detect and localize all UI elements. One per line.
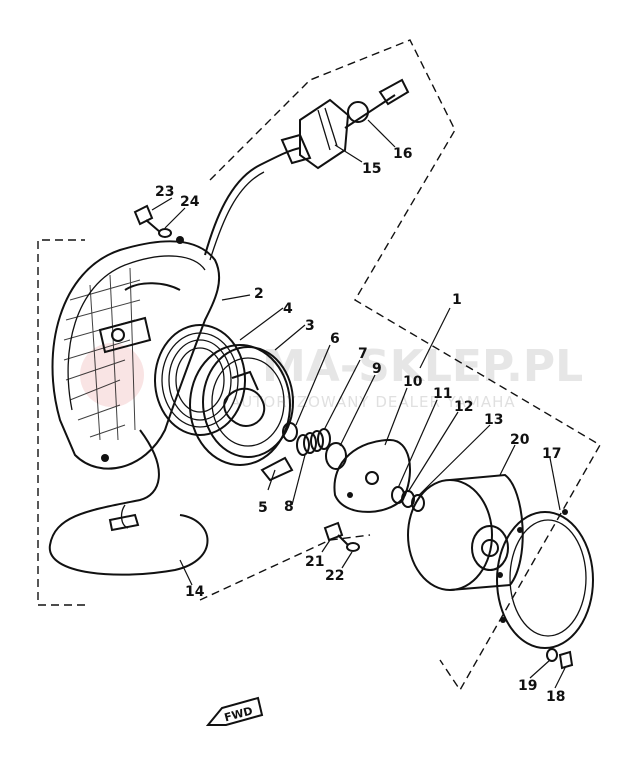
callout-13: 13 xyxy=(484,412,503,428)
callout-17: 17 xyxy=(542,446,561,462)
callout-23: 23 xyxy=(155,184,174,200)
handle-cap-16 xyxy=(347,101,369,123)
callout-11: 11 xyxy=(433,386,452,402)
starter-cup-20 xyxy=(407,473,524,591)
watermark-logo xyxy=(80,343,144,407)
grip-sleeve xyxy=(280,133,312,165)
starter-rope-and-handle xyxy=(48,78,410,576)
leader-lines xyxy=(151,119,566,689)
cover-ring-17 xyxy=(496,509,594,649)
rope-stopper-14 xyxy=(108,513,140,532)
callout-labels: 1 2 3 4 5 6 7 8 9 10 11 12 13 14 15 16 1… xyxy=(155,146,565,705)
recoil-housing xyxy=(51,236,221,470)
bolt-23-washer-24 xyxy=(133,204,172,238)
watermark-main-text: MA-SKLEP.PL xyxy=(262,341,583,392)
clip-9 xyxy=(325,442,347,470)
drive-plate-10 xyxy=(333,438,411,513)
callout-15: 15 xyxy=(362,161,381,177)
fwd-arrow-icon xyxy=(205,696,264,726)
friction-spring-8 xyxy=(296,428,331,456)
callout-24: 24 xyxy=(180,194,200,210)
callout-16: 16 xyxy=(393,146,412,162)
fwd-arrow: FWD xyxy=(205,696,264,726)
callout-7: 7 xyxy=(358,346,368,362)
bolt-18-washer-19 xyxy=(546,648,574,670)
boundary-left xyxy=(37,239,85,606)
callout-19: 19 xyxy=(518,678,537,694)
rope-pulley-3 xyxy=(189,344,294,466)
callout-18: 18 xyxy=(546,689,565,705)
callout-22: 22 xyxy=(325,568,344,584)
callout-8: 8 xyxy=(284,499,294,515)
callout-12: 12 xyxy=(454,399,473,415)
callout-21: 21 xyxy=(305,554,324,570)
spiral-spring-4 xyxy=(154,324,246,436)
washer-6 xyxy=(282,422,298,442)
callout-1: 1 xyxy=(452,292,462,308)
watermark: MA-SKLEP.PL AUTORYZOWANY DEALER YAMAHA xyxy=(80,341,583,411)
nut-13 xyxy=(411,494,425,512)
callout-2: 2 xyxy=(254,286,264,302)
callout-6: 6 xyxy=(330,331,340,347)
pawl-5 xyxy=(260,456,294,482)
callout-14: 14 xyxy=(185,584,205,600)
callout-20: 20 xyxy=(510,432,530,448)
boundary-right xyxy=(209,39,601,692)
callout-3: 3 xyxy=(305,318,315,334)
starter-handle-15 xyxy=(299,98,350,170)
callout-5: 5 xyxy=(258,500,268,516)
boundary-bottom xyxy=(199,534,371,601)
bolt-21-washer-22 xyxy=(323,521,360,552)
callout-10: 10 xyxy=(403,374,423,390)
watermark-sub-text: AUTORYZOWANY DEALER YAMAHA xyxy=(230,393,516,411)
callout-9: 9 xyxy=(372,361,382,377)
callout-4: 4 xyxy=(283,301,293,317)
